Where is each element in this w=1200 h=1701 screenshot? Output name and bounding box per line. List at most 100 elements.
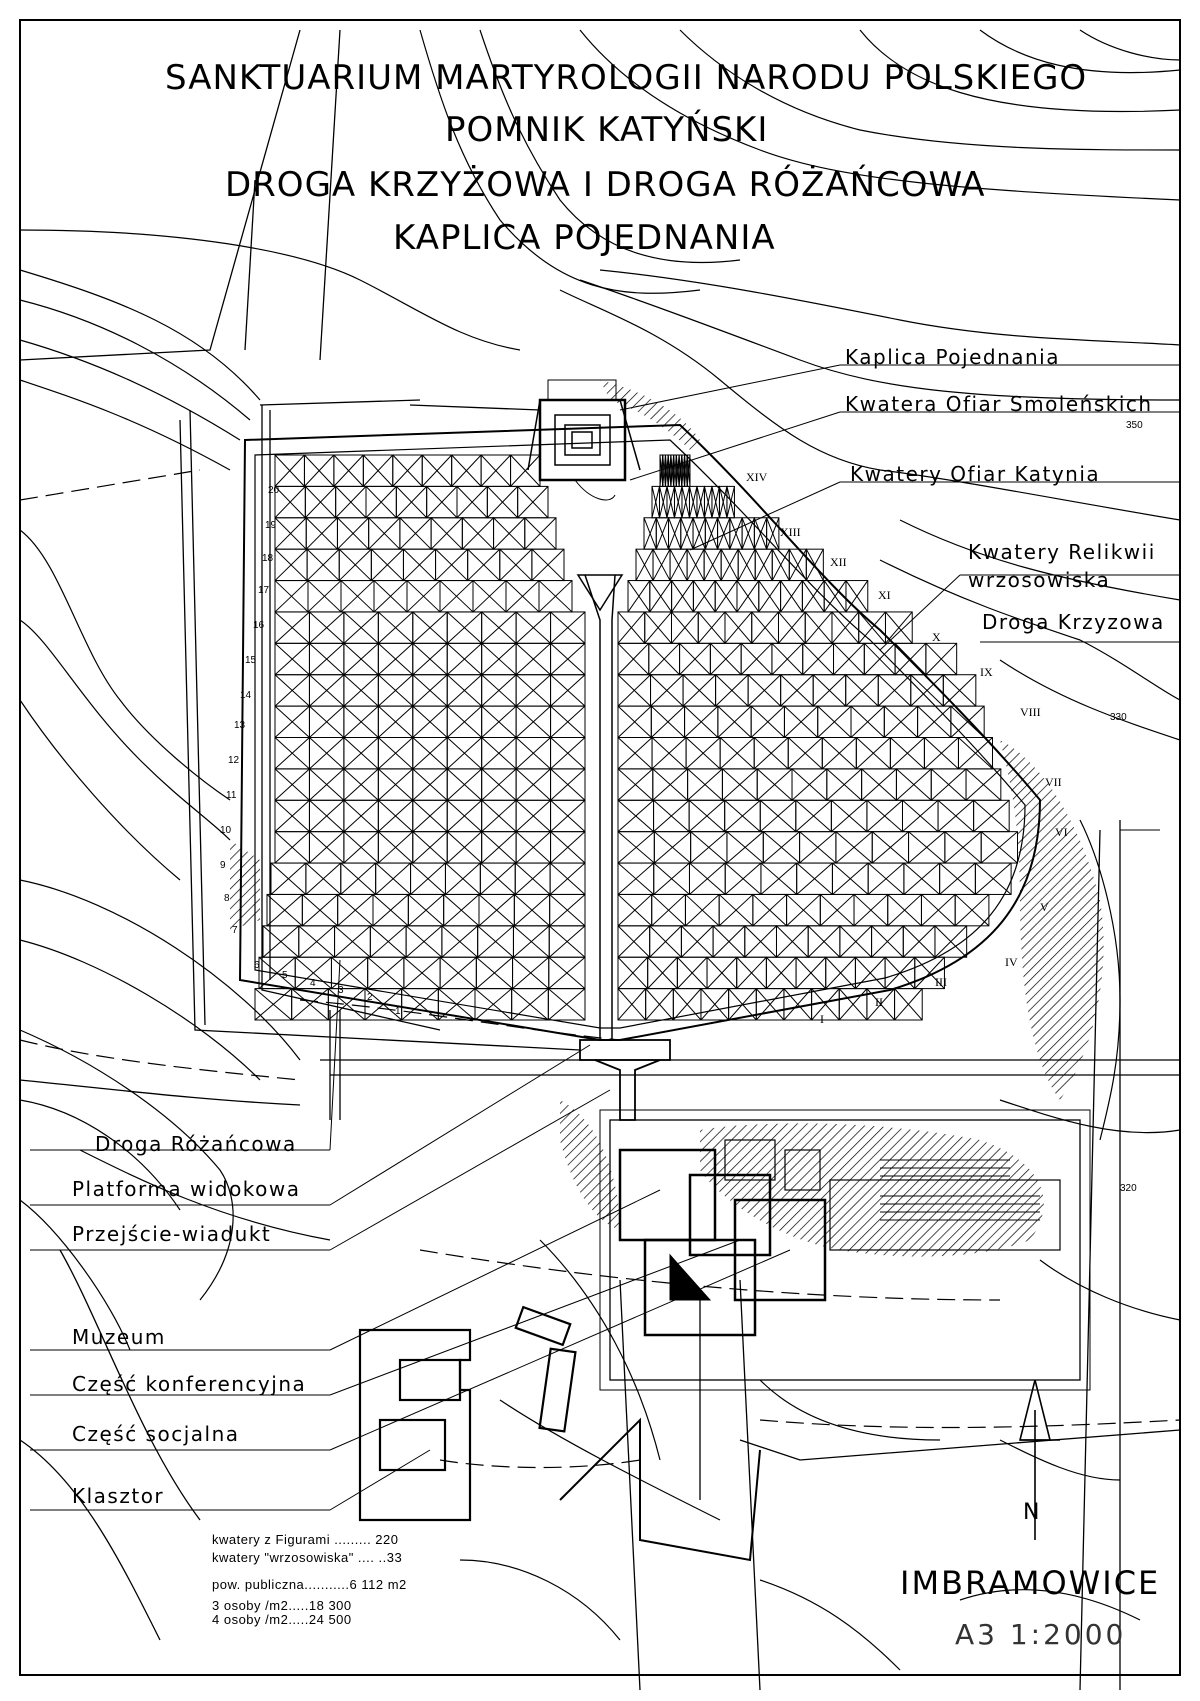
station-rosary-9: 9	[220, 860, 226, 871]
burial-plot	[301, 893, 339, 927]
burial-plot	[617, 768, 654, 801]
burial-plot	[653, 831, 692, 864]
burial-plot	[515, 831, 552, 864]
burial-plot	[902, 925, 936, 958]
burial-plot	[343, 611, 379, 644]
burial-plot	[688, 485, 698, 519]
burial-plot	[456, 485, 488, 519]
burial-plot	[368, 517, 401, 550]
burial-plot	[871, 831, 910, 864]
burial-plot	[617, 925, 651, 958]
burial-plot	[889, 737, 925, 770]
burial-plot	[729, 517, 743, 550]
burial-plot	[685, 737, 721, 770]
burial-plot	[305, 517, 338, 550]
station-roman-XIV: XIV	[746, 470, 768, 484]
burial-plot	[515, 611, 552, 644]
burial-plot	[908, 831, 946, 864]
station-rosary-10: 10	[220, 825, 232, 836]
station-rosary-5: 5	[282, 970, 288, 981]
burial-plot	[480, 454, 512, 487]
burial-plot	[531, 548, 565, 582]
station-rosary-6: 6	[254, 960, 260, 971]
burial-plot	[681, 485, 690, 519]
hatched-vegetation	[230, 380, 1104, 1257]
burial-plot	[617, 705, 652, 738]
burial-plot	[472, 580, 507, 613]
burial-plot	[499, 548, 533, 582]
burial-plot	[617, 642, 650, 676]
burial-plot	[515, 799, 552, 833]
leader-lines	[30, 364, 1180, 1511]
burial-plot	[439, 956, 477, 990]
burial-plot	[854, 956, 886, 990]
burial-plot	[481, 737, 517, 770]
station-rosary-12: 12	[228, 755, 240, 766]
burial-plot	[696, 485, 705, 519]
burial-plot	[402, 548, 437, 582]
burial-plot	[550, 768, 586, 801]
burial-plot	[451, 454, 482, 487]
station-rosary-19: 19	[265, 520, 277, 531]
burial-plot	[791, 768, 828, 801]
burial-plot	[756, 768, 793, 801]
burial-plot	[327, 988, 366, 1021]
burial-plot	[811, 988, 840, 1021]
burial-plot	[801, 580, 825, 613]
burial-plot	[894, 988, 923, 1021]
burial-plot	[670, 611, 699, 644]
burial-plot	[650, 674, 684, 707]
burial-plot	[643, 517, 657, 550]
burial-plot	[446, 611, 483, 644]
burial-plot	[758, 580, 782, 613]
burial-plot	[930, 768, 967, 801]
burial-plot	[939, 862, 976, 895]
station-roman-VII: VII	[1045, 775, 1062, 789]
burial-plot	[481, 831, 517, 864]
burial-plot	[421, 454, 453, 487]
burial-plot	[711, 485, 720, 519]
legend-line-5: 4 osoby /m2.....24 500	[212, 1612, 352, 1627]
burial-plot	[726, 831, 764, 864]
sheet-frame	[19, 19, 1181, 1676]
burial-plot	[703, 485, 713, 519]
burial-plot	[343, 831, 379, 864]
station-roman-XII: XII	[830, 555, 847, 569]
burial-plot	[399, 517, 432, 550]
north-label: N	[1023, 1500, 1040, 1525]
burial-plot	[717, 517, 731, 550]
label-czesc-konferencyjna: Część konferencyjna	[72, 1372, 307, 1396]
burial-plot	[752, 893, 788, 927]
burial-plot	[666, 485, 675, 519]
burial-plot	[871, 925, 904, 958]
burial-plot	[736, 956, 767, 990]
burial-plot	[877, 674, 912, 707]
burial-plot	[648, 642, 681, 676]
burial-plot	[479, 862, 516, 895]
label-wrzosowiska: wrzosowiska	[968, 568, 1111, 592]
burial-plot	[883, 705, 919, 738]
burial-plot	[377, 831, 414, 864]
burial-plot	[274, 831, 310, 864]
title-line-1: SANKTUARIUM MARTYROLOGII NARODU POLSKIEG…	[165, 58, 1088, 98]
station-roman-I: I	[820, 1012, 824, 1026]
burial-plot	[430, 517, 463, 550]
burial-plot	[728, 988, 757, 1021]
burial-plot	[688, 799, 726, 833]
burial-plot	[475, 956, 514, 990]
burial-plot	[481, 611, 517, 644]
burial-plot	[486, 485, 519, 519]
burial-plot	[446, 737, 483, 770]
burial-plot	[771, 642, 804, 676]
burial-plot	[650, 705, 686, 738]
burial-plot	[617, 737, 653, 770]
burial-plot	[401, 988, 439, 1021]
burial-plot	[805, 548, 824, 582]
burial-plot	[747, 674, 782, 707]
burial-plot	[653, 862, 690, 895]
burial-plot	[514, 862, 551, 895]
burial-plot	[308, 799, 345, 833]
burial-plot	[753, 737, 789, 770]
burial-plot	[627, 580, 651, 613]
burial-plot	[333, 454, 364, 487]
